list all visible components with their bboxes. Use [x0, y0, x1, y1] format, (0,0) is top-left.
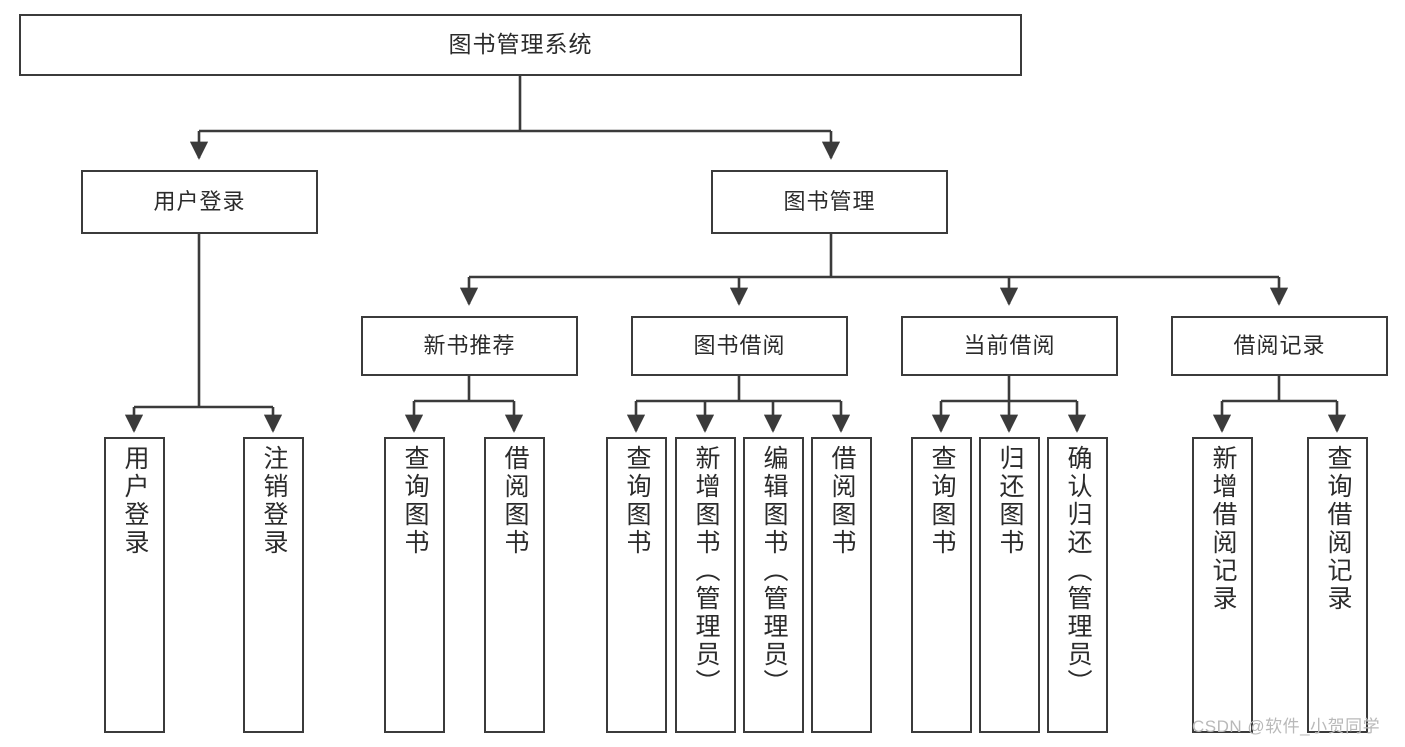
node-root-label: 图书管理系统: [448, 31, 593, 58]
node-leaf-add-record[interactable]: 新增借阅记录: [1192, 437, 1253, 733]
node-book-management-label: 图书管理: [783, 189, 876, 215]
node-leaf-query-book-1[interactable]: 查询图书: [384, 437, 445, 733]
node-leaf-add-book-label: 新增图书（管理员）: [692, 445, 720, 697]
node-leaf-confirm-return[interactable]: 确认归还（管理员）: [1047, 437, 1108, 733]
node-book-management[interactable]: 图书管理: [711, 170, 948, 234]
node-leaf-query-book-2[interactable]: 查询图书: [606, 437, 667, 733]
node-leaf-query-book-2-label: 查询图书: [623, 445, 651, 557]
node-leaf-return-book[interactable]: 归还图书: [979, 437, 1040, 733]
node-leaf-logout[interactable]: 注销登录: [243, 437, 304, 733]
node-leaf-edit-book-label: 编辑图书（管理员）: [760, 445, 788, 697]
node-new-book-recommend-label: 新书推荐: [423, 333, 516, 359]
node-leaf-borrow-book-1-label: 借阅图书: [501, 445, 529, 557]
node-leaf-add-book[interactable]: 新增图书（管理员）: [675, 437, 736, 733]
node-leaf-user-login-label: 用户登录: [121, 445, 149, 557]
node-leaf-query-book-3[interactable]: 查询图书: [911, 437, 972, 733]
watermark-text: CSDN @软件_小贺同学: [1192, 717, 1381, 736]
node-borrow-record[interactable]: 借阅记录: [1171, 316, 1388, 376]
node-leaf-query-record[interactable]: 查询借阅记录: [1307, 437, 1368, 733]
node-leaf-borrow-book-1[interactable]: 借阅图书: [484, 437, 545, 733]
node-leaf-return-book-label: 归还图书: [996, 445, 1024, 557]
node-leaf-query-book-1-label: 查询图书: [401, 445, 429, 557]
node-leaf-query-record-label: 查询借阅记录: [1324, 445, 1352, 613]
node-new-book-recommend[interactable]: 新书推荐: [361, 316, 578, 376]
node-user-login[interactable]: 用户登录: [81, 170, 318, 234]
node-borrow-record-label: 借阅记录: [1233, 333, 1326, 359]
node-leaf-query-book-3-label: 查询图书: [928, 445, 956, 557]
node-book-borrow-label: 图书借阅: [693, 333, 786, 359]
node-root[interactable]: 图书管理系统: [19, 14, 1022, 76]
node-current-borrow-label: 当前借阅: [963, 333, 1056, 359]
node-leaf-borrow-book-2[interactable]: 借阅图书: [811, 437, 872, 733]
node-leaf-borrow-book-2-label: 借阅图书: [828, 445, 856, 557]
node-user-login-label: 用户登录: [153, 189, 246, 215]
node-leaf-confirm-return-label: 确认归还（管理员）: [1064, 445, 1092, 697]
node-current-borrow[interactable]: 当前借阅: [901, 316, 1118, 376]
node-leaf-user-login[interactable]: 用户登录: [104, 437, 165, 733]
node-leaf-add-record-label: 新增借阅记录: [1209, 445, 1237, 613]
node-book-borrow[interactable]: 图书借阅: [631, 316, 848, 376]
node-leaf-edit-book[interactable]: 编辑图书（管理员）: [743, 437, 804, 733]
node-leaf-logout-label: 注销登录: [260, 445, 288, 557]
